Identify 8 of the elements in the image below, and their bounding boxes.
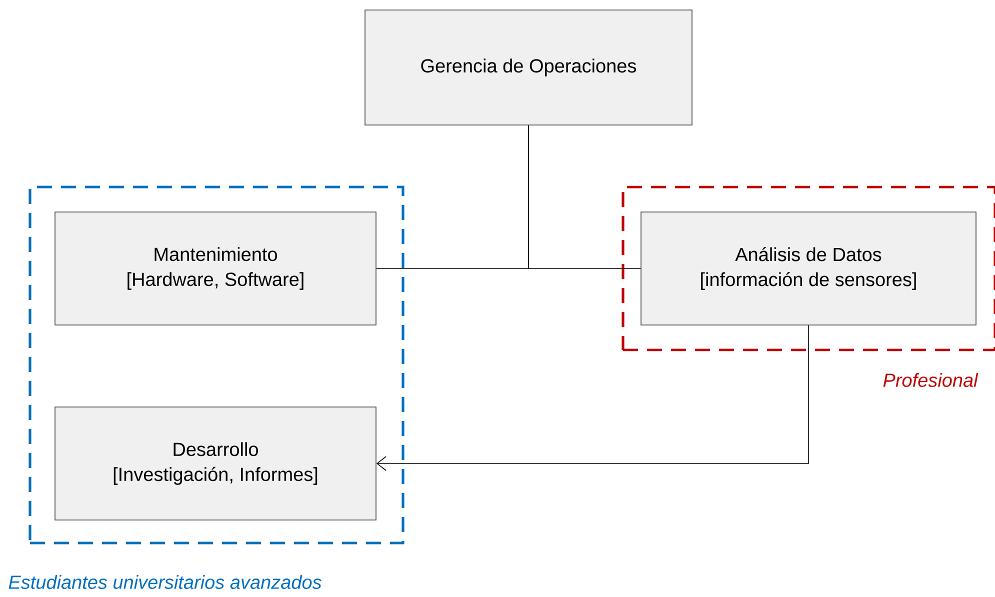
process-box: Desarrollo [Investigación, Informes] <box>54 406 376 520</box>
connector <box>376 325 809 471</box>
process-box: Análisis de Datos [información de sensores] <box>640 212 976 326</box>
group-label: Profesional <box>883 373 978 387</box>
process-box: Gerencia de Operaciones <box>364 10 692 126</box>
group-label: Estudiantes universitarios avanzados <box>8 575 322 589</box>
process-box: Mantenimiento [Hardware, Software] <box>54 212 376 326</box>
connector <box>528 125 641 269</box>
